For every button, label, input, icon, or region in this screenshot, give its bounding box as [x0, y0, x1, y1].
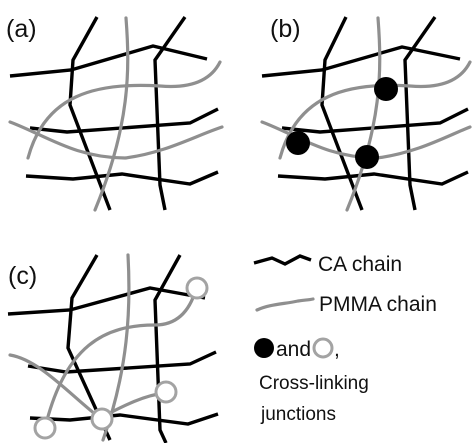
pmma-chain: [93, 16, 130, 212]
ca-chain: [66, 254, 112, 441]
panel-a-ca-chains: [9, 16, 219, 211]
ca-chain: [25, 170, 219, 186]
legend-junctions: and , Cross-linking junctions: [254, 337, 369, 425]
panel-a-pmma-chains: [8, 16, 224, 212]
ca-chain: [68, 16, 112, 211]
panel-b-pmma-chains: [260, 16, 472, 212]
ca-chain: [261, 45, 461, 78]
filled-junction: [355, 145, 379, 169]
pmma-chain: [8, 120, 224, 160]
open-junction: [33, 416, 57, 440]
ca-chain: [153, 254, 182, 443]
legend-junction-line2: junctions: [260, 404, 336, 425]
legend-junction-line1: Cross-linking: [259, 373, 369, 394]
ca-chain: [320, 16, 364, 211]
panel-b-junctions: [286, 77, 398, 169]
filled-junction: [286, 131, 310, 155]
panel-b-label: (b): [270, 15, 301, 43]
pmma-chain: [26, 60, 222, 160]
panel-b-ca-chains: [261, 16, 469, 211]
ca-chain: [9, 44, 208, 78]
ca-chain-swatch: [253, 254, 312, 266]
legend-and-label: and: [276, 338, 311, 361]
legend-ca-label: CA chain: [318, 253, 402, 276]
legend-comma: ,: [334, 338, 340, 361]
legend-pmma-label: PMMA chain: [319, 293, 437, 316]
legend: CA chain PMMA chain and , Cross-linking …: [253, 253, 437, 425]
panel-c: (c): [7, 253, 219, 443]
ca-chain: [29, 107, 219, 134]
open-junction: [90, 407, 114, 431]
open-junction: [154, 380, 178, 404]
pmma-chain: [8, 353, 167, 420]
panel-c-junctions: [33, 276, 209, 440]
panel-a: (a): [6, 15, 224, 212]
open-junction: [185, 276, 209, 300]
ca-chain: [29, 412, 219, 426]
pmma-chain: [345, 16, 382, 212]
open-junction-swatch: [312, 337, 334, 359]
pmma-chain: [43, 287, 198, 430]
panel-c-ca-chains: [7, 254, 219, 443]
legend-pmma-chain: PMMA chain: [255, 293, 437, 316]
filled-junction-swatch: [254, 338, 274, 358]
pmma-chain-swatch: [255, 297, 315, 312]
panel-c-label: (c): [8, 262, 37, 290]
ca-chain: [153, 16, 187, 211]
panel-a-label: (a): [6, 15, 37, 43]
filled-junction: [374, 77, 398, 101]
ca-chain: [7, 286, 206, 316]
legend-ca-chain: CA chain: [253, 253, 402, 276]
ca-chain: [277, 170, 469, 186]
ca-chain: [27, 350, 217, 374]
panel-b: (b): [260, 15, 472, 212]
ca-chain: [281, 107, 469, 134]
ca-chain: [403, 16, 437, 211]
